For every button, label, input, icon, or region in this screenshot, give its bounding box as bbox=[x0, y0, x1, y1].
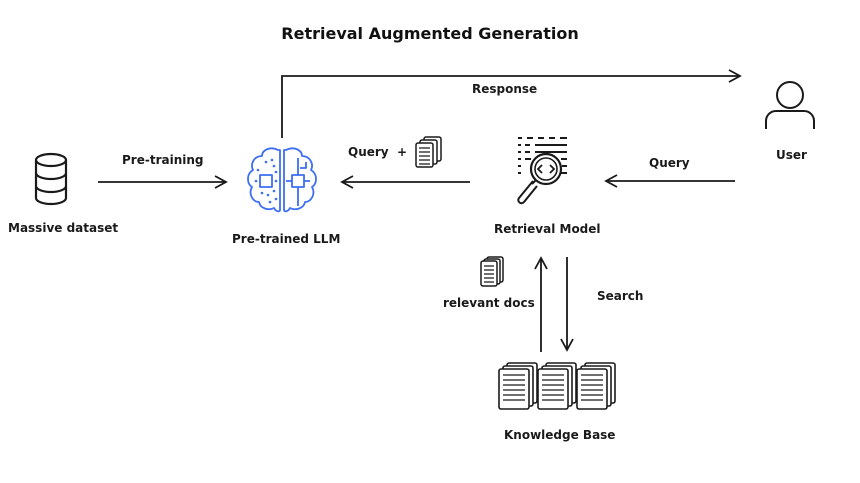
node-label-user: User bbox=[776, 148, 807, 162]
brain-circuit-icon bbox=[247, 147, 317, 213]
user-icon bbox=[765, 81, 815, 129]
documents-icon bbox=[415, 136, 442, 168]
search-document-icon bbox=[517, 137, 567, 205]
edge-label-query-plus: Query + bbox=[348, 145, 408, 159]
node-label-llm: Pre-trained LLM bbox=[232, 232, 341, 246]
edge-label-response: Response bbox=[472, 82, 538, 96]
response-arrow bbox=[281, 69, 742, 138]
database-icon bbox=[34, 152, 68, 206]
edge-label-relevant-docs: relevant docs bbox=[443, 296, 535, 310]
diagram-title: Retrieval Augmented Generation bbox=[281, 24, 579, 43]
node-label-dataset: Massive dataset bbox=[8, 221, 119, 235]
edge-label-pretraining: Pre-training bbox=[122, 153, 204, 167]
node-label-retrieval: Retrieval Model bbox=[494, 222, 601, 236]
relevant-docs-icon bbox=[480, 256, 504, 287]
documents-stack-icon bbox=[498, 362, 616, 410]
node-label-knowledge: Knowledge Base bbox=[504, 428, 616, 442]
edge-label-search: Search bbox=[597, 289, 644, 303]
edge-label-query: Query bbox=[649, 156, 690, 170]
